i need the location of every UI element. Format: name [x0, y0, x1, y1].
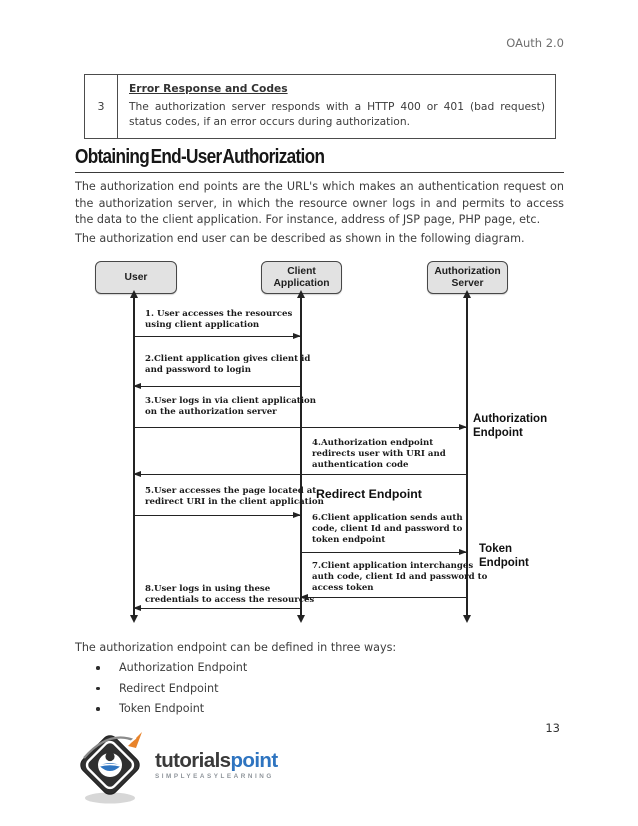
paragraph-diagram-intro: The authorization end user can be descri…	[75, 232, 525, 245]
paragraph-authorization-endpoints: The authorization end points are the URL…	[75, 180, 564, 226]
message-8-text: 8.User logs in using these credentials t…	[145, 584, 315, 605]
message-8-arrow	[133, 604, 300, 611]
arrowhead-up-icon	[129, 290, 138, 298]
section-heading: Obtaining End-User Authorization	[75, 146, 325, 168]
arrowhead-left-icon	[300, 593, 308, 600]
arrowhead-down-icon	[462, 615, 471, 623]
bullet-dot-icon	[96, 707, 100, 711]
arrowhead-up-icon	[296, 290, 305, 298]
actor-label-client-application: Client Application	[273, 266, 330, 289]
token-endpoint-label: Token Endpoint	[479, 543, 529, 569]
bullet-label: Token Endpoint	[119, 702, 205, 715]
bullet-item-redirect-endpoint: Redirect Endpoint	[96, 682, 247, 703]
arrowhead-left-icon	[133, 470, 141, 477]
bullet-label: Redirect Endpoint	[119, 681, 219, 695]
message-2-text: 2.Client application gives client id and…	[145, 354, 311, 375]
message-2-arrow	[133, 382, 300, 389]
message-1-text: 1. User accesses the resources using cli…	[145, 309, 293, 330]
message-7-arrow	[300, 593, 466, 600]
tutorialspoint-diamond-icon	[80, 732, 142, 804]
arrowhead-right-icon	[459, 548, 467, 555]
endpoint-bullet-list: Authorization Endpoint Redirect Endpoint…	[96, 661, 247, 723]
page-number: 13	[545, 721, 560, 735]
authorization-endpoint-label: Authorization Endpoint	[473, 413, 548, 439]
message-4-text: 4.Authorization endpoint redirects user …	[312, 438, 446, 470]
table-row-body: The authorization server responds with a…	[129, 100, 545, 128]
message-5-arrow	[134, 511, 301, 518]
bullet-dot-icon	[96, 686, 100, 690]
arrowhead-up-icon	[462, 290, 471, 298]
arrowhead-right-icon	[293, 332, 301, 339]
bullet-item-token-endpoint: Token Endpoint	[96, 702, 247, 723]
actor-label-user: User	[124, 271, 148, 283]
message-1-arrow	[134, 332, 301, 339]
heading-rule	[75, 172, 564, 173]
redirect-endpoint-label: Redirect Endpoint	[316, 487, 422, 501]
arrowhead-right-icon	[293, 511, 301, 518]
message-6-arrow	[301, 548, 467, 555]
bullet-item-authorization-endpoint: Authorization Endpoint	[96, 661, 247, 682]
error-response-table: 3 Error Response and Codes The authoriza…	[84, 74, 556, 139]
paragraph-endpoint-ways: The authorization endpoint can be define…	[75, 641, 397, 654]
logo-title: tutorialspoint	[155, 749, 278, 772]
logo-title-part1: tutorials	[155, 749, 231, 772]
message-3-text: 3.User logs in via client application on…	[145, 396, 317, 417]
arrowhead-left-icon	[133, 382, 141, 389]
arrowhead-down-icon	[296, 615, 305, 623]
bullet-dot-icon	[96, 666, 100, 670]
lifeline-client-application	[296, 290, 305, 623]
lifeline-user	[129, 290, 138, 623]
message-6-text: 6.Client application sends auth code, cl…	[312, 513, 463, 545]
message-5-text: 5.User accesses the page located at redi…	[145, 486, 324, 507]
logo-text: tutorialspoint SIMPLYEASYLEARNING	[155, 730, 278, 780]
logo-title-part2: point	[230, 749, 278, 772]
message-4-arrow	[133, 470, 466, 477]
tutorialspoint-logo: tutorialspoint SIMPLYEASYLEARNING	[70, 730, 278, 806]
lifeline-authorization-server	[462, 290, 471, 623]
actor-label-authorization-server: Authorization Server	[434, 266, 501, 289]
message-3-arrow	[134, 423, 467, 430]
message-7-text: 7.Client application interchanges auth c…	[312, 561, 488, 593]
actor-box-user: User	[95, 261, 177, 294]
logo-tagline: SIMPLYEASYLEARNING	[155, 773, 274, 780]
oauth-sequence-diagram: User Client Application Authorization Se…	[0, 258, 638, 638]
arrowhead-right-icon	[459, 423, 467, 430]
table-row-content: Error Response and Codes The authorizati…	[118, 75, 555, 138]
arrowhead-left-icon	[133, 604, 141, 611]
doc-header-title: OAuth 2.0	[506, 36, 564, 50]
arrowhead-down-icon	[129, 615, 138, 623]
table-row-title: Error Response and Codes	[129, 82, 288, 95]
table-row-number: 3	[85, 75, 118, 138]
bullet-label: Authorization Endpoint	[119, 661, 248, 674]
